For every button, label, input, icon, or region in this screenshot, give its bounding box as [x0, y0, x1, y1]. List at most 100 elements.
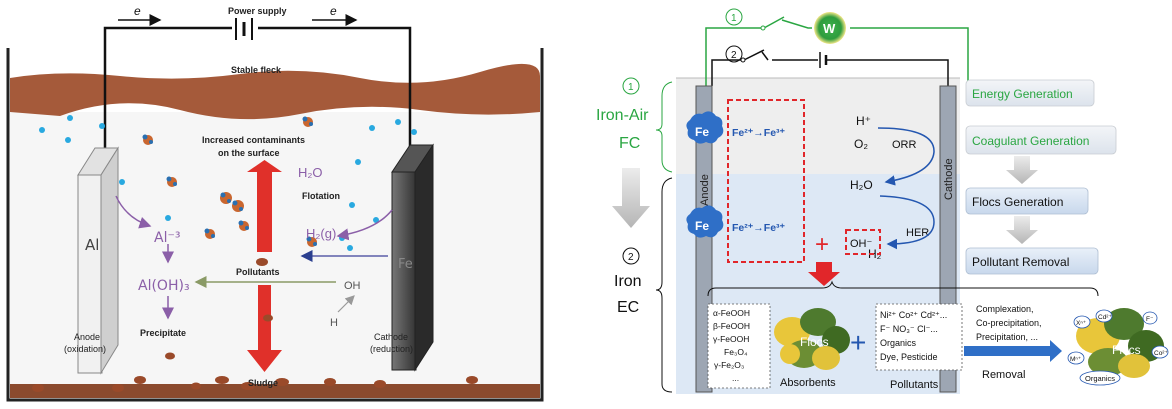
- o2-label: O₂: [854, 137, 868, 151]
- oh-dashed-box: [845, 229, 881, 255]
- fe-blob-1-label: Fe: [695, 125, 709, 139]
- coagulant-generation-label: Coagulant Generation: [972, 134, 1089, 148]
- switch-1-pivot: [760, 25, 766, 31]
- pollutant-1: Ni²⁺ Co²⁺ Cd²⁺...: [880, 310, 947, 320]
- her-label: HER: [906, 227, 929, 239]
- fe-blob-2-label: Fe: [695, 219, 709, 233]
- iron-label: Iron: [614, 273, 642, 290]
- circle-1-side: [622, 77, 640, 95]
- oh-minus-label: OH⁻: [850, 238, 873, 250]
- energy-generation-label: Energy Generation: [972, 87, 1073, 101]
- energy-generation-box: [965, 79, 1095, 107]
- circle-2-top-label: 2: [731, 50, 737, 61]
- process-1: Complexation,: [976, 304, 1034, 314]
- fe-couple-1: Fe²⁺→Fe³⁺: [732, 127, 786, 139]
- cluster-f: F⁻: [1146, 316, 1154, 323]
- process-3: Precipitation, ...: [976, 332, 1038, 342]
- absorbent-5: γ-Fe₂O₃: [714, 360, 744, 370]
- cluster-x: Xⁿ⁺: [1076, 320, 1087, 327]
- switch-2-pivot: [740, 57, 746, 63]
- cluster-m: Mⁿ⁺: [1070, 356, 1082, 363]
- flotation-label: Flotation: [302, 191, 340, 201]
- electron-label-right: e: [330, 4, 337, 18]
- h2g-label: H₂(g): [306, 226, 336, 241]
- meter-label: W: [823, 21, 836, 36]
- process-2: Co-precipitation,: [976, 318, 1042, 328]
- cathode-bar-label: Cathode: [943, 158, 955, 200]
- fe-couple-2: Fe²⁺→Fe³⁺: [732, 222, 786, 234]
- h2o-orr-label: H₂O: [850, 178, 873, 192]
- her-arrow: [879, 195, 935, 250]
- contaminant-clusters: [142, 116, 317, 247]
- circle-1-side-label: 1: [628, 82, 634, 93]
- right-panel: W 1 2 Anode Cathode Fe Fe Fe²⁺→Fe³⁺ Fe²⁺…: [596, 8, 1168, 394]
- absorbents-list-box: [707, 303, 771, 389]
- flotation-arrow: [247, 160, 282, 252]
- pollutants-label: Pollutants: [890, 379, 939, 391]
- circle-2-top: [725, 45, 743, 63]
- gray-arrow-2: [1006, 216, 1038, 244]
- circuit-green: [705, 19, 969, 88]
- flocs-generation-label: Flocs Generation: [972, 195, 1063, 209]
- pollutant-4: Dye, Pesticide: [880, 352, 938, 362]
- fc-label: FC: [619, 135, 640, 152]
- circle-1-top: [725, 8, 743, 26]
- removal-label: Removal: [982, 369, 1025, 381]
- circle-2-side-label: 2: [628, 252, 634, 263]
- anode-label: Anode: [74, 332, 100, 342]
- anode-bar-label: Anode: [699, 174, 711, 206]
- blue-plus: +: [850, 327, 866, 358]
- cluster-co: Co²⁺: [1154, 350, 1168, 357]
- pollutant-removal-label: Pollutant Removal: [972, 255, 1069, 269]
- anode-metal-label: Al: [85, 236, 99, 254]
- ec-bracket: [655, 177, 673, 393]
- fc-bracket: [655, 81, 673, 173]
- aloh3-label: Al(OH)₃: [138, 278, 190, 294]
- oh-label: OH: [344, 280, 361, 292]
- coagulant-generation-box: [965, 125, 1117, 155]
- fc-zone: [676, 78, 960, 174]
- iron-air-label: Iron-Air: [596, 107, 649, 124]
- fe-blob-2: Fe: [686, 205, 724, 238]
- meter-icon: [814, 12, 846, 44]
- ec-label: EC: [617, 299, 639, 316]
- gray-down-arrow: [612, 168, 650, 228]
- pollutants-label: Pollutants: [236, 267, 280, 277]
- al3-label: Al⁻³: [154, 230, 180, 246]
- anode-plate-face: [77, 174, 103, 374]
- fe-blob-1: Fe: [686, 111, 724, 144]
- cathode-sub-label: (reduction): [370, 344, 413, 354]
- cluster-organics: Organics: [1085, 374, 1115, 383]
- cathode-metal-label: Fe: [398, 257, 413, 272]
- pollutant-particles: [32, 258, 478, 392]
- bottom-sediment: [10, 384, 540, 398]
- sludge-arrow: [247, 285, 282, 372]
- switch-1-blade: [763, 16, 785, 29]
- precipitate-label: Precipitate: [140, 328, 186, 338]
- cluster-cd: Cd²⁺: [1098, 314, 1112, 321]
- red-plus: +: [815, 231, 829, 258]
- power-supply-label: Power supply: [228, 6, 287, 16]
- orr-label: ORR: [892, 139, 917, 151]
- red-down-arrow: [808, 262, 840, 286]
- arrow-cathode-to-h2: [336, 209, 393, 241]
- pollutants-list-box: [875, 303, 963, 371]
- gray-arrow-1: [1006, 156, 1038, 184]
- cathode-plate-side: [414, 143, 434, 372]
- flocs-cluster: Flocs Xⁿ⁺ Cd²⁺ F⁻ Mⁿ⁺ Co²⁺ Organics: [1067, 308, 1168, 386]
- cluster-flocs-label: Flocs: [1112, 343, 1141, 357]
- circle-2-side: [622, 247, 640, 265]
- h2-label: H₂: [868, 247, 882, 261]
- tank-walls: [6, 48, 544, 402]
- battery-icon: [235, 18, 253, 40]
- removal-arrow: [964, 340, 1062, 362]
- pollutant-2: F⁻ NO₃⁻ Cl⁻...: [880, 324, 938, 334]
- h-label: H: [330, 317, 338, 329]
- water-label: H₂O: [298, 165, 323, 180]
- circle-1-top-label: 1: [731, 13, 737, 24]
- absorbent-2: β-FeOOH: [713, 321, 750, 331]
- electron-label-left: e: [134, 4, 141, 18]
- anode-sub-label: (oxidation): [64, 344, 106, 354]
- pollutant-3: Organics: [880, 338, 917, 348]
